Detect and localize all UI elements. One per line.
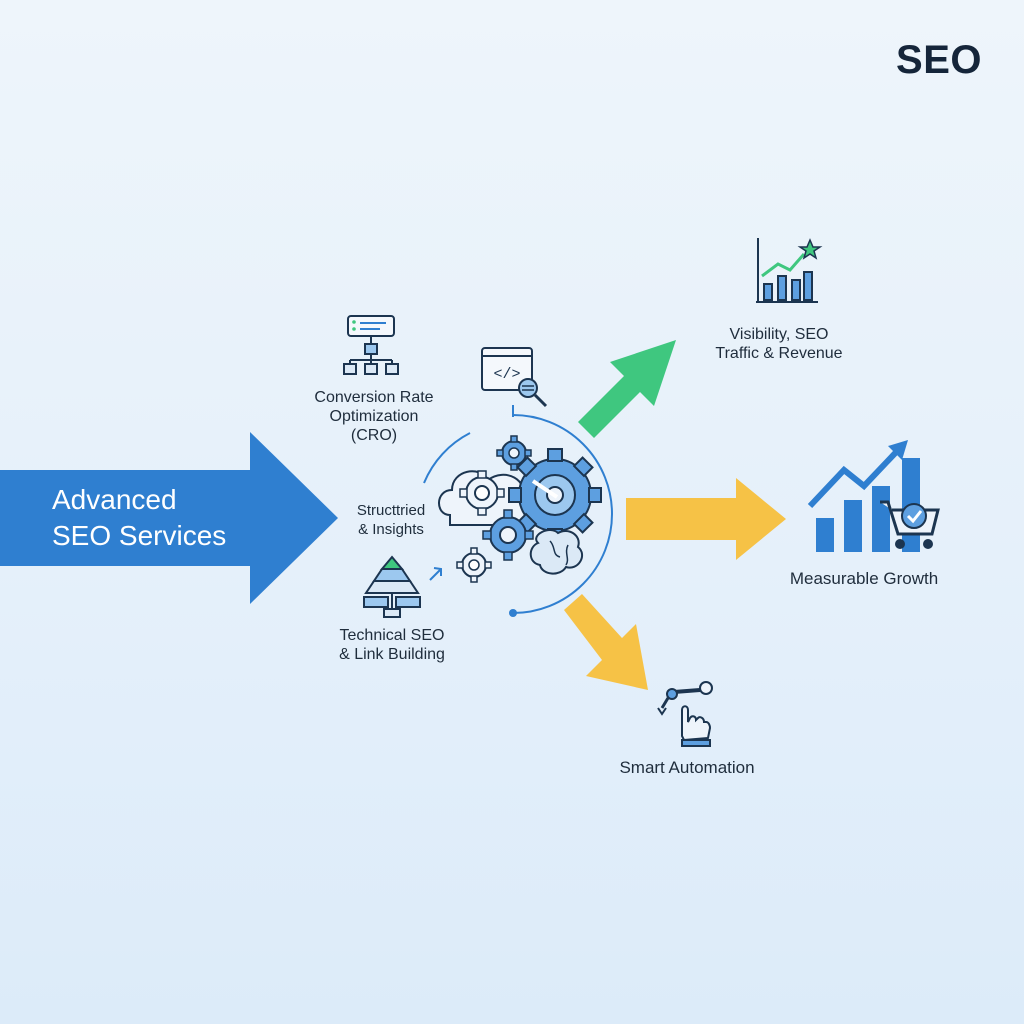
growth-label: Measurable Growth — [789, 569, 939, 588]
main-input-line2: SEO Services — [52, 520, 227, 551]
small-arrow-icon — [429, 567, 442, 581]
structured-line2: & Insights — [358, 521, 424, 538]
main-input-line1: Advanced — [52, 484, 177, 515]
pyramid-icon — [363, 555, 421, 618]
main-input-arrow — [0, 432, 338, 604]
green-arrow — [578, 340, 676, 438]
code-search-icon: </> — [481, 347, 548, 408]
visibility-line1: Visibility, SEO — [729, 326, 829, 343]
technical-line1: Technical SEO — [339, 627, 445, 644]
robot-hand-icon — [657, 681, 713, 747]
bar-chart-cart-icon — [807, 440, 940, 552]
code-icon-text: </> — [493, 366, 520, 383]
main-input-label: Advanced SEO Services — [52, 482, 312, 554]
technical-label: Technical SEO & Link Building — [310, 626, 474, 664]
growth-chart-star-icon — [756, 238, 823, 303]
gears-brain-icon — [423, 405, 613, 617]
visibility-label: Visibility, SEO Traffic & Revenue — [694, 325, 864, 363]
visibility-line2: Traffic & Revenue — [715, 345, 843, 362]
cro-line1: Conversion Rate — [314, 389, 434, 406]
yellow-right-arrow — [626, 478, 786, 560]
flowchart-icon — [343, 315, 399, 375]
technical-line2: & Link Building — [339, 646, 445, 663]
cro-line3: (CRO) — [350, 427, 398, 444]
automation-label: Smart Automation — [619, 758, 755, 777]
cro-line2: Optimization — [329, 408, 419, 425]
brand-title: SEO — [896, 38, 982, 82]
structured-line1: Structtried — [356, 502, 426, 519]
yellow-down-arrow — [564, 594, 648, 690]
cro-label: Conversion Rate Optimization (CRO) — [304, 388, 444, 445]
structured-label: Structtried & Insights — [336, 501, 446, 539]
